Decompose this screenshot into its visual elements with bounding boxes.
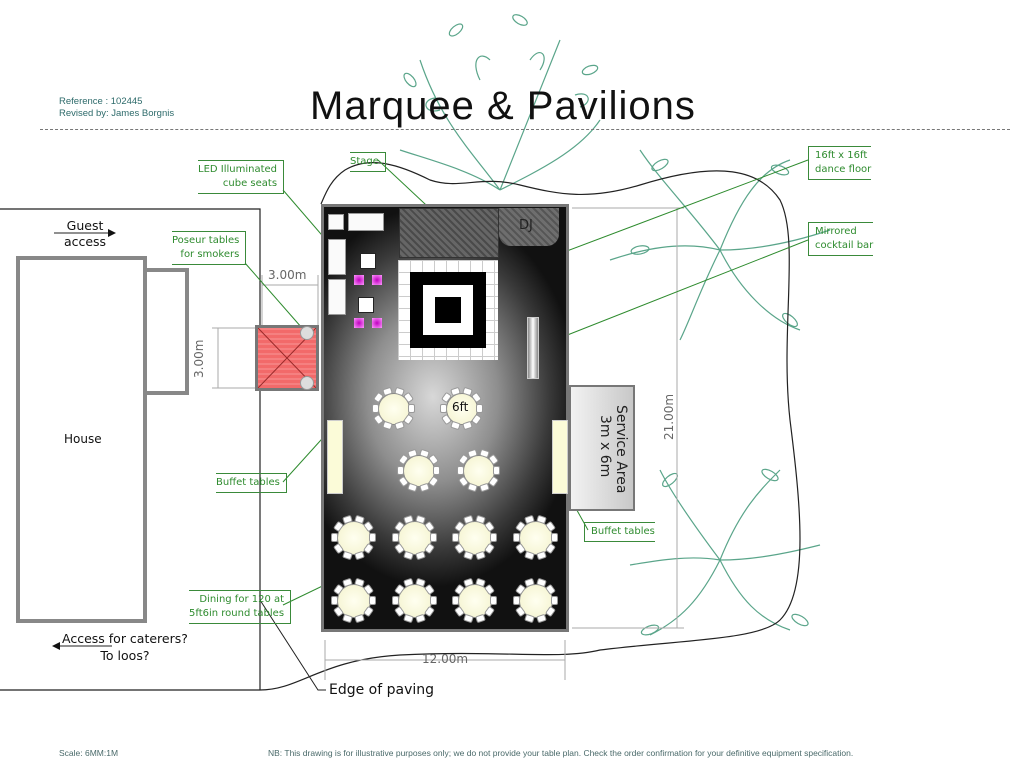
house-label: House xyxy=(64,432,102,446)
guest-access-label: Guest access xyxy=(63,218,107,249)
chair xyxy=(392,596,399,605)
poseur-table xyxy=(300,326,314,340)
service-area: Service Area 3m x 6m xyxy=(569,385,635,511)
dance-floor xyxy=(398,260,498,360)
callout-poseur-tables: Poseur tables for smokers xyxy=(172,231,247,265)
buffet-table-left xyxy=(327,420,343,494)
smoking-area xyxy=(255,325,319,391)
reference-block: Reference : 102445 Revised by: James Bor… xyxy=(59,96,174,120)
edge-of-paving-label: Edge of paving xyxy=(329,682,435,698)
chair xyxy=(440,404,447,413)
led-cube-seat xyxy=(354,318,364,328)
callout-dining: Dining for 120 at 5ft6in round tables xyxy=(189,590,292,624)
coffee-table xyxy=(360,253,376,269)
led-cube-seat xyxy=(354,275,364,285)
chair xyxy=(430,596,437,605)
scale-label: Scale: 6MM:1M xyxy=(59,748,119,758)
marquee-length-dimension: 21.00m xyxy=(662,393,676,440)
six-ft-label: 6ft xyxy=(452,400,469,414)
chair xyxy=(372,404,379,413)
tree-icon xyxy=(609,149,831,341)
smoking-height-dimension: 3.00m xyxy=(192,339,206,378)
header-divider xyxy=(40,129,1010,130)
chair xyxy=(551,533,558,542)
chair xyxy=(392,533,399,542)
led-cube-seat xyxy=(372,275,382,285)
chair xyxy=(452,533,459,542)
chair xyxy=(397,466,404,475)
callout-buffet-left: Buffet tables xyxy=(216,473,287,493)
chair xyxy=(457,466,464,475)
reference-number: Reference : 102445 xyxy=(59,96,143,107)
smoking-width-dimension: 3.00m xyxy=(268,268,307,282)
chair xyxy=(433,466,440,475)
chair xyxy=(408,404,415,413)
caterers-access-label: Access for caterers? To loos? xyxy=(62,631,188,663)
callout-stage: Stage xyxy=(350,152,386,172)
chair xyxy=(493,466,500,475)
page-title: Marquee & Pavilions xyxy=(310,84,696,128)
callout-cocktail-bar: Mirrored cocktail bar xyxy=(808,222,874,256)
revised-by: Revised by: James Borgnis xyxy=(59,108,175,119)
cocktail-bar xyxy=(527,317,539,379)
callout-dance-floor: 16ft x 16ft dance floor xyxy=(808,146,872,180)
sofa xyxy=(328,214,344,230)
disclaimer-note: NB: This drawing is for illustrative pur… xyxy=(268,748,854,758)
service-area-label: Service Area 3m x 6m xyxy=(597,405,629,494)
chair xyxy=(551,596,558,605)
chair xyxy=(513,596,520,605)
stage xyxy=(399,208,499,258)
chair xyxy=(490,533,497,542)
tree-icon xyxy=(629,468,821,636)
chair xyxy=(369,596,376,605)
tree-icon xyxy=(399,14,601,191)
chair xyxy=(513,533,520,542)
chair xyxy=(331,533,338,542)
chair xyxy=(490,596,497,605)
dj-label: DJ xyxy=(519,218,533,233)
sofa xyxy=(328,279,346,315)
buffet-table-right xyxy=(552,420,568,494)
chair xyxy=(476,404,483,413)
callout-led-cube-seats: LED Illuminated cube seats xyxy=(198,160,285,194)
marquee-width-dimension: 12.00m xyxy=(422,652,469,666)
led-cube-seat xyxy=(372,318,382,328)
dj-booth: DJ xyxy=(499,208,559,246)
chair xyxy=(369,533,376,542)
sofa xyxy=(328,239,346,275)
chair xyxy=(331,596,338,605)
callout-buffet-right: Buffet tables xyxy=(584,522,655,542)
chair xyxy=(430,533,437,542)
poseur-table xyxy=(300,376,314,390)
sofa xyxy=(348,213,384,231)
coffee-table xyxy=(358,297,374,313)
chair xyxy=(452,596,459,605)
